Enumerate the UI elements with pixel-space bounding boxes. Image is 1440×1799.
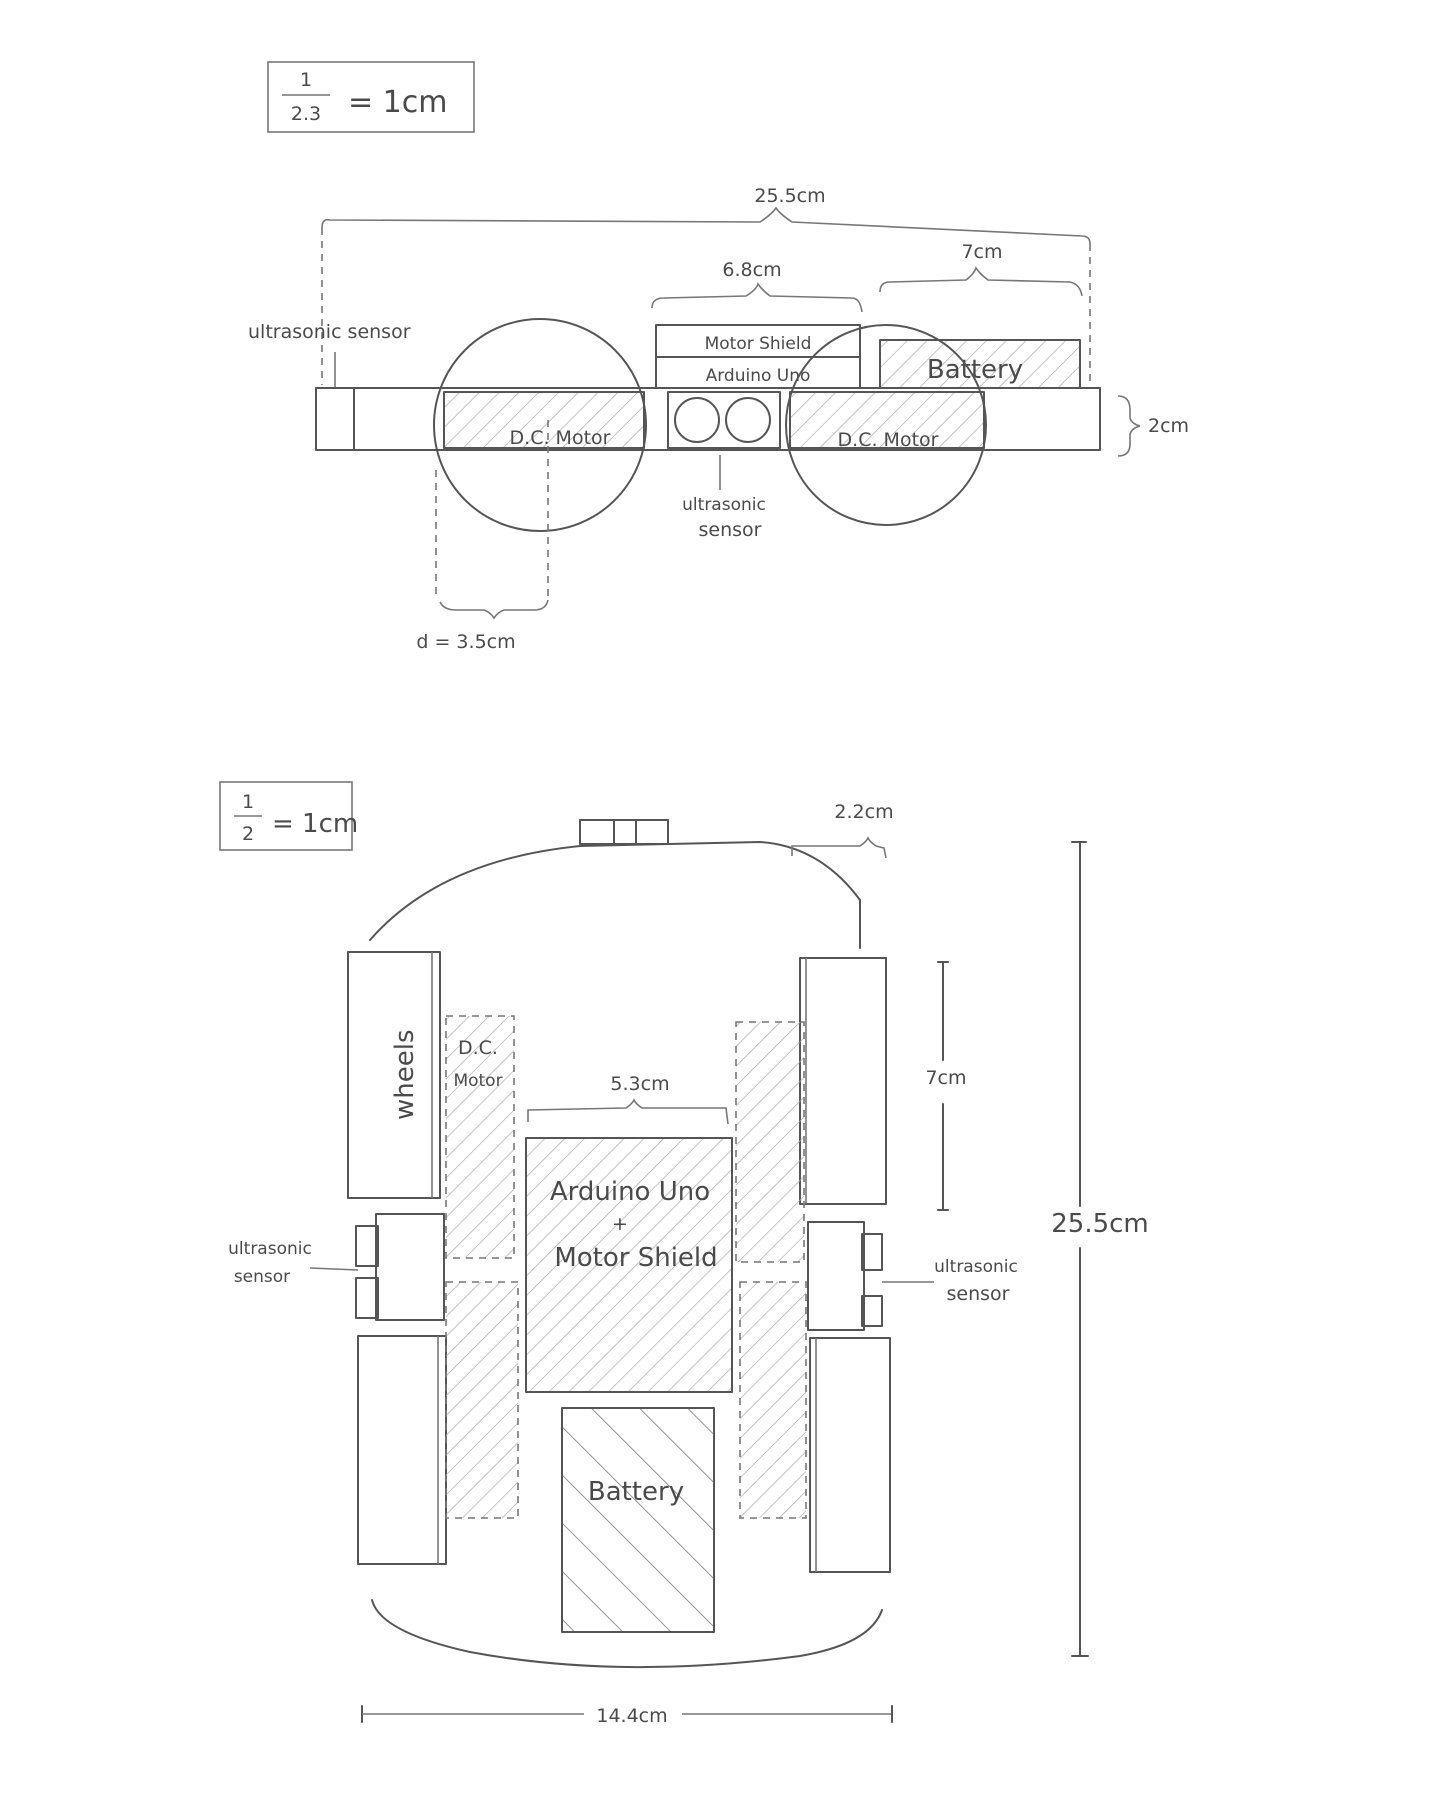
top-wheel-front-right xyxy=(799,957,887,1205)
side-scale-denominator: 2.3 xyxy=(291,103,321,125)
side-scale-box: 1 2.3 = 1cm xyxy=(267,61,475,133)
side-dc-motor-left xyxy=(443,391,645,449)
side-battery xyxy=(879,339,1081,389)
side-view: 1 2.3 = 1cm 25.5cm 6.8cm 7cm ultrasonic … xyxy=(248,61,1189,653)
top-ultrasonic-left: ultrasonic sensor xyxy=(228,1213,445,1321)
side-ultrasonic-eye-left xyxy=(674,397,720,443)
top-chassis-outline xyxy=(369,841,883,1669)
side-shield-width-dim: 6.8cm xyxy=(651,259,863,313)
top-board-width-dim: 5.3cm xyxy=(527,1073,729,1125)
side-height-dim: 2cm xyxy=(1117,395,1189,457)
top-battery-label: Battery xyxy=(588,1477,684,1507)
top-wheel-width-label: 2.2cm xyxy=(834,801,893,823)
top-view: 1 2 = 1cm 2.2cm wheels xyxy=(219,781,1149,1727)
top-dc-motor-front-right xyxy=(735,1021,805,1263)
top-wheel-rear-right xyxy=(809,1337,891,1573)
side-dc-motor-right xyxy=(789,391,985,449)
side-dc-motor-right-label: D.C. Motor xyxy=(838,429,939,451)
side-ultrasonic-bottom-label-2: sensor xyxy=(699,519,762,541)
top-total-width-label: 14.4cm xyxy=(596,1705,667,1727)
top-wheel-front-left xyxy=(347,951,441,1199)
side-shield-width-label: 6.8cm xyxy=(722,259,781,281)
top-scale-box: 1 2 = 1cm xyxy=(219,781,358,851)
top-scale-numerator: 1 xyxy=(242,791,254,813)
top-wheel-rear-left xyxy=(357,1335,447,1565)
top-scale-denominator: 2 xyxy=(242,823,254,845)
top-wheel-width-dim: 2.2cm xyxy=(791,801,894,859)
side-ultrasonic-bottom-label-1: ultrasonic xyxy=(682,495,766,515)
side-ultrasonic-top-label: ultrasonic sensor xyxy=(248,321,411,343)
side-wheel-diameter-dim: d = 3.5cm xyxy=(416,420,549,653)
top-ultrasonic-left-label-2: sensor xyxy=(234,1267,290,1287)
side-battery-width-dim: 7cm xyxy=(879,241,1083,297)
top-dc-motor-rear-left xyxy=(445,1281,519,1519)
top-ultrasonic-right-label-1: ultrasonic xyxy=(934,1257,1018,1277)
top-wheels-label: wheels xyxy=(390,1029,420,1120)
side-wheel-left xyxy=(433,318,647,532)
top-front-sensor xyxy=(579,819,669,845)
top-board-width-label: 5.3cm xyxy=(610,1073,669,1095)
side-battery-width-label: 7cm xyxy=(961,241,1002,263)
top-total-length-dim: 25.5cm xyxy=(1051,841,1149,1657)
top-arduino-label-2: + xyxy=(612,1213,628,1235)
side-total-length-label: 25.5cm xyxy=(754,185,825,207)
side-dc-motor-left-label: D.C. Motor xyxy=(510,427,611,449)
top-ultrasonic-left-label-1: ultrasonic xyxy=(228,1239,312,1259)
side-arduino-uno xyxy=(655,356,861,389)
side-motor-shield-label: Motor Shield xyxy=(705,334,812,354)
top-dc-motor-label-1: D.C. xyxy=(458,1037,498,1059)
top-wheel-length-dim: 7cm xyxy=(925,961,967,1211)
top-total-width-dim: 14.4cm xyxy=(361,1705,893,1727)
top-arduino-label-3: Motor Shield xyxy=(554,1243,717,1273)
side-wheel-right xyxy=(785,324,987,526)
side-scale-unit: = 1cm xyxy=(348,85,447,120)
side-ultrasonic-module xyxy=(667,391,781,449)
side-height-label: 2cm xyxy=(1148,415,1189,437)
top-dc-motor-label-2: Motor xyxy=(453,1071,502,1091)
top-ultrasonic-right: ultrasonic sensor xyxy=(807,1221,1018,1331)
side-wheel-diameter-label: d = 3.5cm xyxy=(416,631,515,653)
top-arduino-board xyxy=(525,1137,733,1393)
top-battery xyxy=(561,1407,715,1633)
top-wheel-length-label: 7cm xyxy=(925,1067,966,1089)
top-total-length-label: 25.5cm xyxy=(1051,1209,1149,1239)
top-ultrasonic-right-label-2: sensor xyxy=(947,1283,1010,1305)
top-scale-unit: = 1cm xyxy=(272,809,358,839)
side-total-length-dim: 25.5cm xyxy=(321,185,1091,385)
side-arduino-uno-label: Arduino Uno xyxy=(706,366,811,386)
top-dc-motor-front-left xyxy=(445,1015,515,1259)
top-arduino-label-1: Arduino Uno xyxy=(550,1177,710,1207)
top-dc-motor-rear-right xyxy=(739,1281,807,1519)
side-ultrasonic-eye-right xyxy=(725,397,771,443)
side-scale-numerator: 1 xyxy=(300,69,312,91)
